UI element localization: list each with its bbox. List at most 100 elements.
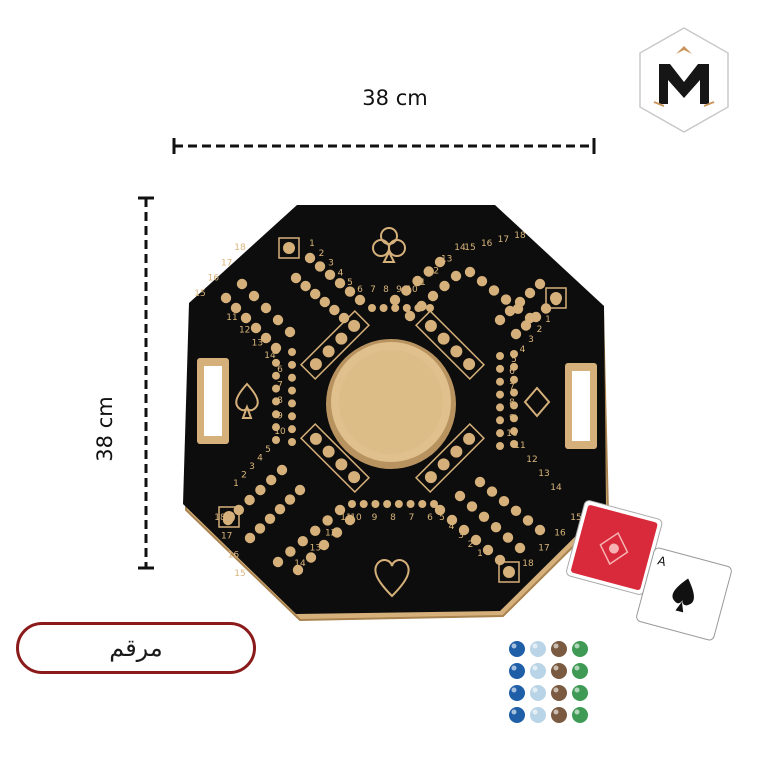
peg-hole [510, 362, 518, 371]
peg-hole [434, 504, 446, 516]
peg-hole [304, 252, 316, 264]
peg-hole [260, 302, 272, 314]
peg-hole [250, 322, 262, 334]
peg-hole [496, 377, 504, 386]
peg-hole [406, 500, 415, 508]
marble [551, 707, 567, 723]
peg-hole [264, 513, 276, 524]
peg-hole [470, 534, 482, 546]
peg-hole [272, 346, 280, 354]
peg-hole [344, 286, 356, 297]
peg-hole [450, 270, 462, 282]
peg-hole [427, 290, 439, 302]
peg-hole [329, 304, 340, 316]
track-number: 11 [340, 513, 351, 523]
marble [551, 641, 567, 657]
peg-hole [294, 484, 306, 496]
peg-hole [314, 261, 326, 272]
track-number: 3 [528, 335, 534, 345]
peg-hole [288, 373, 296, 382]
peg-hole [230, 302, 242, 314]
peg-hole [512, 303, 524, 314]
peg-hole [412, 275, 423, 287]
peg-hole [394, 500, 403, 508]
peg-hole [482, 544, 494, 556]
peg-hole [272, 397, 280, 406]
peg-hole [402, 304, 411, 312]
marble [530, 707, 546, 723]
peg-hole [496, 429, 504, 438]
peg-hole [502, 532, 514, 543]
track-number: 13 [441, 255, 452, 265]
peg-hole [305, 552, 317, 563]
track-number: 7 [370, 285, 376, 295]
track-number: 17 [221, 532, 232, 542]
track-number: 15 [234, 569, 245, 579]
peg-hole [371, 500, 380, 508]
peg-hole [272, 371, 280, 380]
logo-icon [639, 27, 729, 133]
marbles [509, 641, 588, 723]
peg-hole [490, 522, 502, 533]
peg-hole [446, 514, 458, 526]
peg-hole [494, 314, 506, 326]
peg-hole [510, 401, 518, 410]
marble [509, 685, 525, 701]
track-number: 8 [277, 396, 283, 406]
peg-hole [274, 504, 286, 515]
track-number: 13 [538, 469, 549, 479]
height-dimension-line [138, 196, 154, 570]
peg-hole [510, 414, 518, 423]
peg-hole [288, 438, 296, 446]
peg-hole [478, 511, 490, 522]
peg-hole [310, 525, 321, 536]
track-number: 18 [514, 231, 526, 241]
peg-hole [324, 269, 336, 280]
home-rows [218, 237, 567, 583]
peg-hole [464, 266, 476, 278]
peg-hole [240, 312, 252, 324]
track-number: 7 [509, 383, 515, 393]
peg-hole [454, 490, 466, 502]
track-number: 1 [545, 315, 551, 325]
peg-hole [534, 524, 546, 536]
track-number: 16 [554, 528, 566, 538]
peg-hole [260, 332, 272, 344]
track-number: 16 [208, 274, 220, 284]
track-number: 1 [309, 239, 315, 249]
track-number: 12 [526, 455, 537, 465]
marble [530, 685, 546, 701]
track-number: 7 [277, 381, 283, 391]
marble [551, 685, 567, 701]
track-number: 12 [428, 266, 439, 276]
peg-hole [348, 500, 356, 508]
track-number: 8 [383, 285, 389, 295]
peg-hole [244, 532, 256, 544]
track-number: 8 [390, 513, 396, 523]
track-number: 4 [520, 345, 526, 355]
marble [509, 641, 525, 657]
track-number: 5 [265, 445, 271, 455]
marble [572, 663, 588, 679]
peg-hole [284, 494, 296, 505]
track-number: 9 [277, 412, 283, 422]
peg-hole [322, 515, 333, 526]
track-number: 4 [257, 454, 263, 464]
track-number: 10 [350, 513, 362, 523]
track-number: 4 [449, 522, 455, 532]
track-number: 16 [481, 239, 493, 249]
peg-hole [359, 500, 368, 508]
peg-hole [510, 440, 518, 448]
track-number: 1 [477, 549, 483, 559]
track-number: 10 [274, 427, 286, 437]
peg-hole [383, 500, 392, 508]
peg-hole [354, 294, 366, 306]
peg-hole [488, 285, 500, 296]
marble [509, 707, 525, 723]
peg-hole [254, 523, 266, 534]
marble [572, 685, 588, 701]
track-number: 5 [439, 513, 445, 523]
peg-hole [300, 280, 311, 292]
peg-hole [524, 312, 536, 324]
peg-hole [334, 278, 346, 289]
